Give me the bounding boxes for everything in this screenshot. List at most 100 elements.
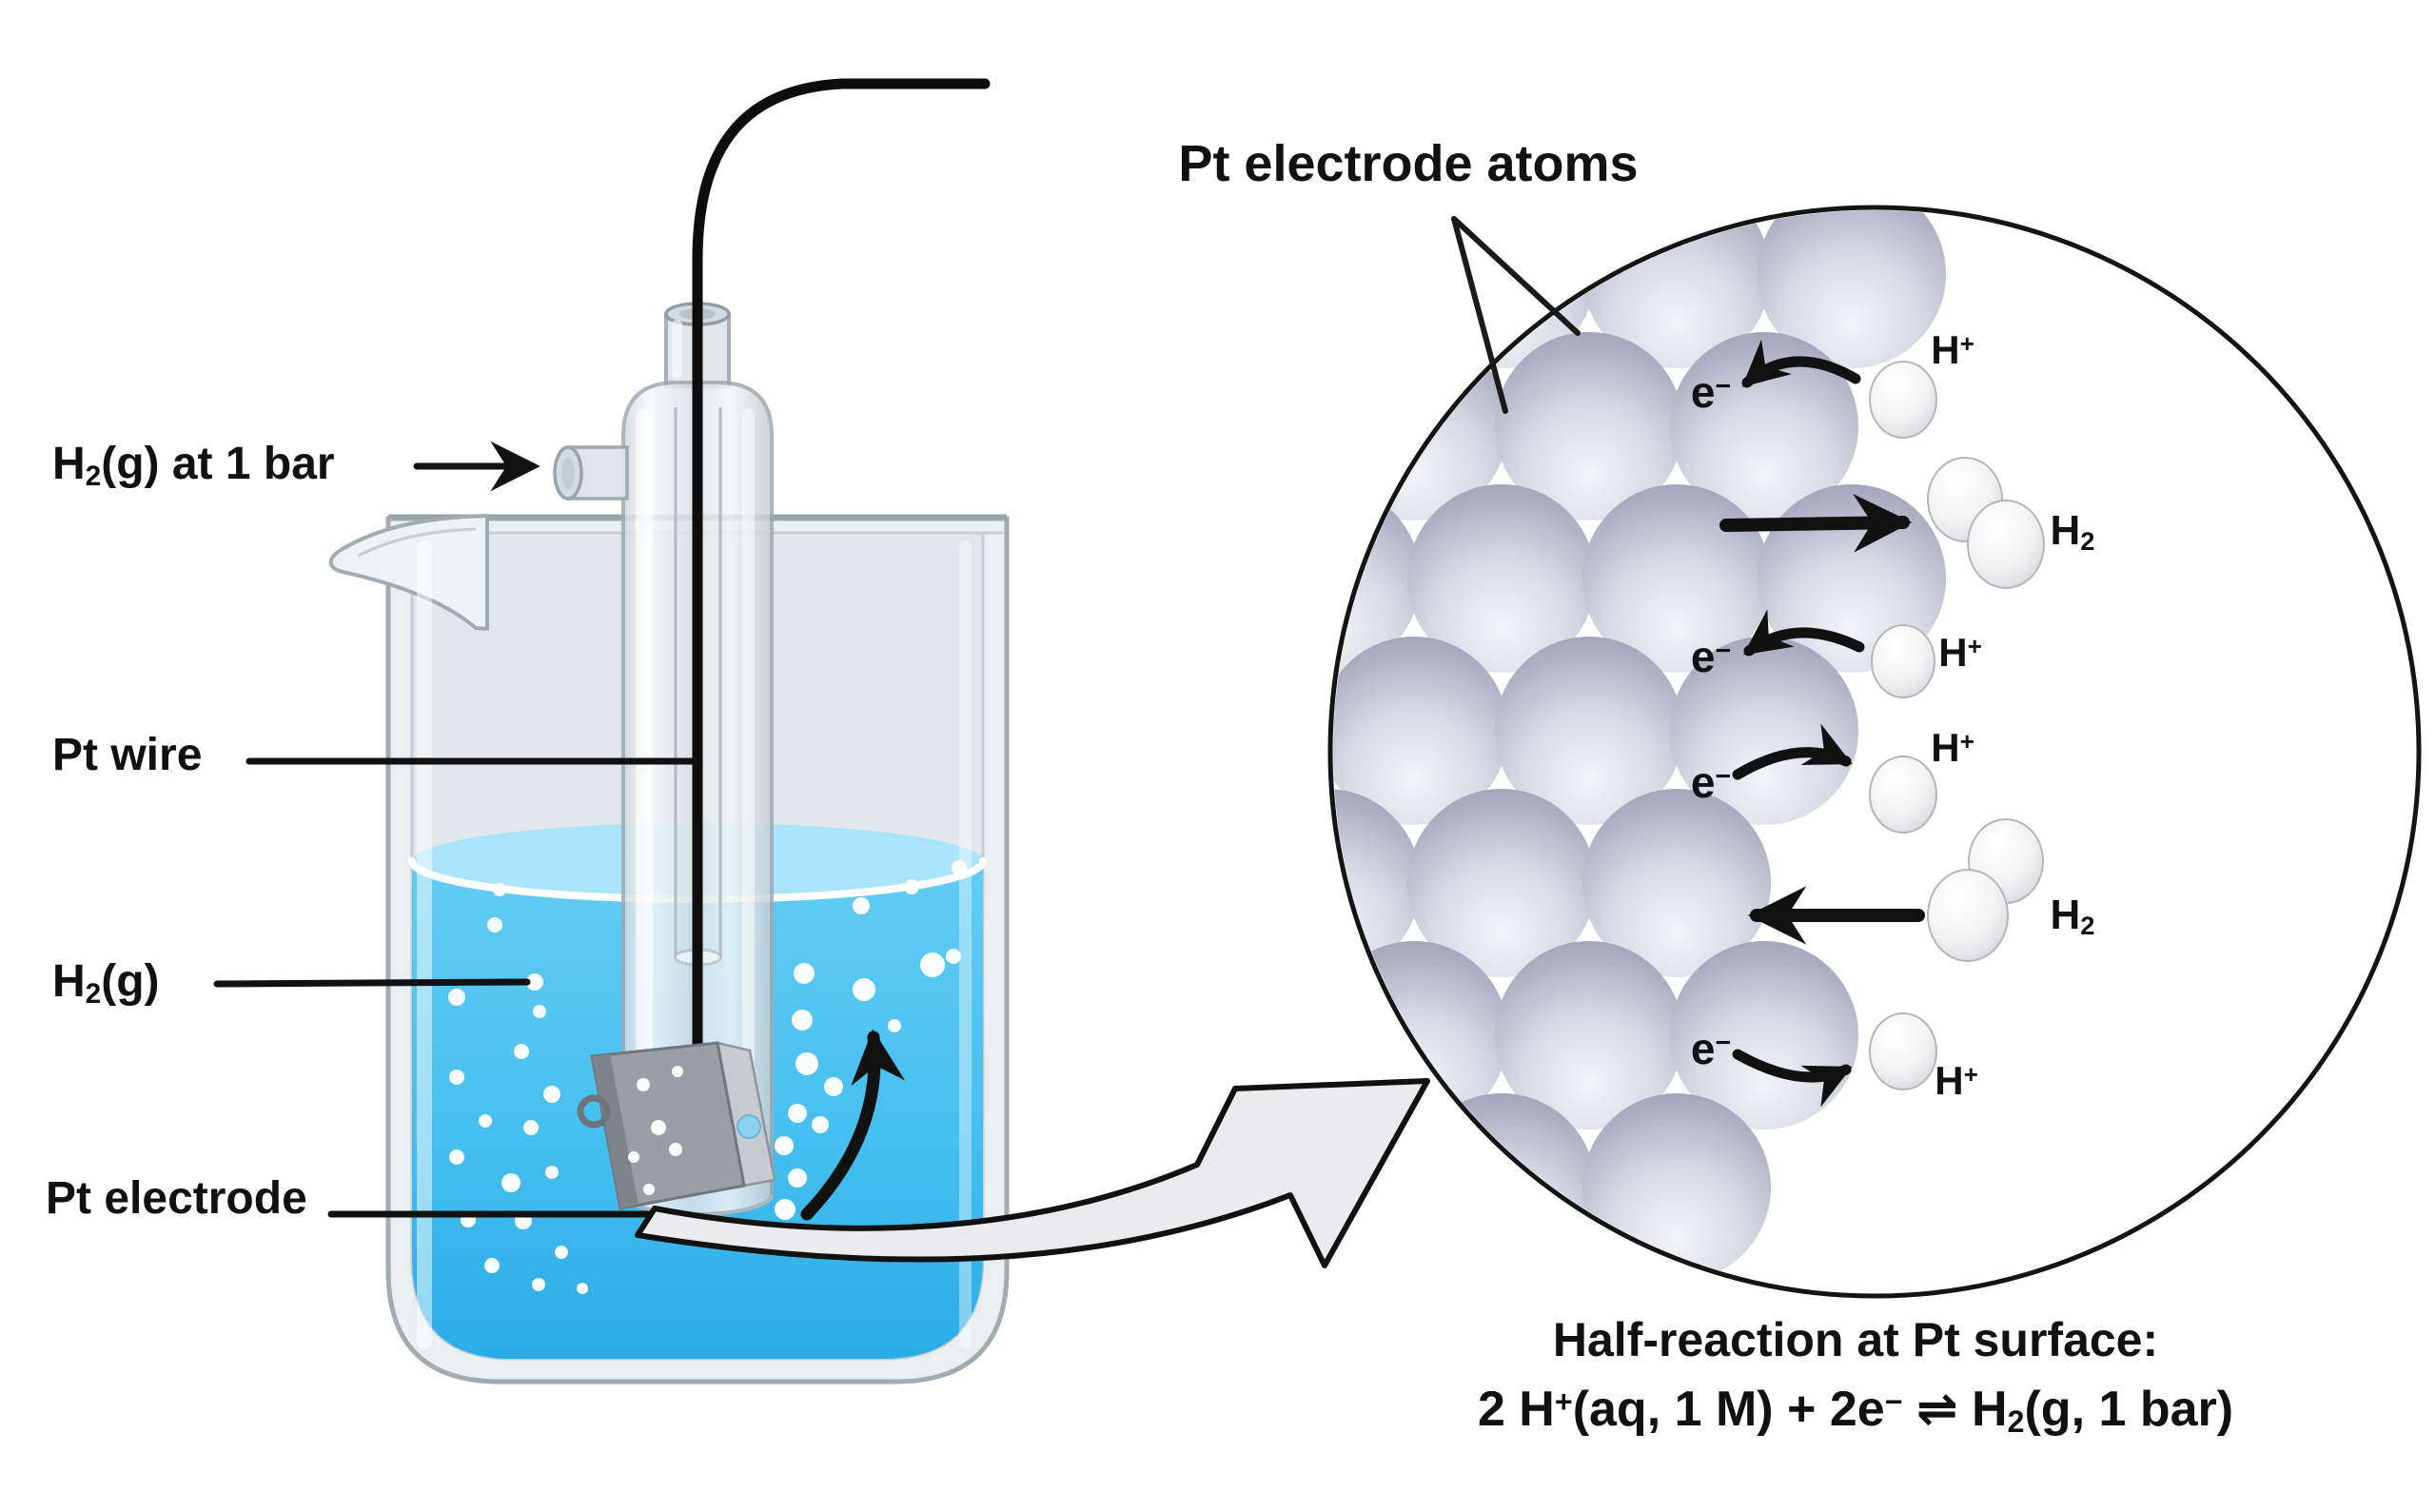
pt-atom: [1057, 789, 1246, 977]
pt-atom: [1407, 484, 1596, 673]
hydrogen-sphere: [1967, 500, 2045, 589]
h2-bubble: [888, 1019, 901, 1032]
pt-atom: [882, 180, 1071, 368]
pt-electrode-plate: [577, 1041, 776, 1210]
h2-bubble: [577, 1283, 588, 1294]
hydrogen-sphere: [1869, 756, 1937, 834]
h2-bubble: [637, 1078, 650, 1091]
electron-to-hplus-arrow-1: [1732, 723, 1853, 780]
title-pointer: [1451, 216, 1581, 414]
h2-bubble: [775, 1136, 794, 1155]
h2-bubble: [672, 1066, 683, 1077]
h2-leaving-arrow: [1719, 494, 1913, 553]
h2-bubble: [523, 1120, 539, 1135]
hydrogen-sphere: [1871, 624, 1935, 698]
h2-bubble: [545, 1166, 559, 1179]
h2-bubble: [824, 1077, 843, 1096]
pt-atom: [1670, 332, 1858, 520]
h2-bubble: [853, 978, 875, 1001]
h2-bubble: [501, 1173, 521, 1192]
pt-atom: [1582, 1093, 1771, 1282]
pt-atom: [1758, 210, 1946, 368]
title-pointer-line-1: [1451, 216, 1508, 414]
glass-highlight-left: [417, 540, 432, 1349]
h2-bubble: [775, 1199, 796, 1220]
h2-bubble: [449, 1149, 464, 1165]
port-opening-hole: [561, 457, 575, 489]
pt-atom: [1495, 332, 1683, 520]
h2-bubble: [669, 1143, 682, 1156]
hydrogen-particles: [1869, 361, 2045, 1090]
pt-atom: [1145, 332, 1333, 520]
beaker-spout-line: [357, 527, 477, 558]
pt-atom: [1057, 180, 1246, 368]
gas-inlet-port: [553, 445, 629, 501]
h2-bubble: [812, 1116, 829, 1133]
hydrogen-sphere: [1869, 1012, 1937, 1090]
h2-bubble: [946, 949, 961, 964]
h2-bubble: [543, 1086, 560, 1103]
pt-atom: [970, 332, 1158, 520]
h2-bubble: [904, 879, 919, 894]
pt-atom: [1407, 1093, 1596, 1282]
h2-bubbles-right: [775, 860, 967, 1220]
h2-bubble: [794, 963, 815, 984]
h2-gas-line: [213, 978, 531, 988]
pt-wire-path: [692, 78, 991, 1109]
h2-bubble: [448, 989, 465, 1006]
electron-to-hplus-arrow-2: [1732, 1049, 1853, 1108]
h2-bubble: [487, 917, 502, 933]
h2-bubble: [484, 1258, 500, 1273]
title-pointer-line-2: [1451, 216, 1581, 336]
pt-atom: [970, 28, 1158, 216]
pt-atom: [1145, 637, 1333, 825]
pt-atom: [1495, 637, 1683, 825]
h2-bubble: [853, 897, 870, 914]
h2-bubble: [628, 1151, 639, 1163]
pt-atom: [1333, 210, 1508, 216]
h2-bubble: [788, 1104, 807, 1123]
glass-highlight-right: [959, 540, 972, 1349]
h2-bubble: [651, 1120, 666, 1135]
pt-atom: [1495, 1246, 1683, 1293]
pt-atom: [1495, 941, 1683, 1129]
h2-bubble: [920, 952, 945, 977]
hydrogen-sphere: [1927, 869, 2009, 962]
pt-atom: [1145, 28, 1333, 216]
h2-bubble: [792, 1010, 813, 1031]
electrode-clamp-ring: [577, 1094, 611, 1129]
pt-atom: [1333, 1246, 1508, 1293]
h2-bubble: [555, 1246, 568, 1259]
electrode-edge-shade: [592, 1054, 638, 1208]
pt-atom: [1057, 484, 1246, 673]
h2-bubble: [952, 860, 967, 875]
pt-atom: [1670, 637, 1858, 825]
h2-bubble: [449, 1070, 464, 1085]
electrode-clamp-dot: [737, 1114, 761, 1139]
pt-atom: [1333, 637, 1508, 825]
hydrogen-sphere: [1869, 361, 1937, 439]
gas-rising-arrow: [800, 1029, 906, 1221]
h2-bubble: [788, 1168, 807, 1188]
hplus-to-electrode-arrow-1: [1741, 339, 1861, 388]
h2-bubbles-on-electrode: [628, 1066, 683, 1195]
h2-bubble: [796, 1052, 818, 1075]
pt-atom: [1145, 1246, 1333, 1434]
pt-atom: [1670, 210, 1858, 216]
h2-bubble: [532, 1278, 545, 1291]
pt-atom: [1333, 789, 1421, 977]
pt-atom: [1495, 210, 1683, 216]
h2-bubble: [533, 1005, 546, 1018]
h2-bubble: [514, 1044, 529, 1059]
neck-highlight: [672, 320, 682, 379]
pt-atom: [1407, 789, 1596, 977]
h2-bubble: [643, 1184, 655, 1195]
reaction-arrows: [1719, 339, 1925, 1108]
label-lines: [213, 441, 697, 1218]
tube-highlight-left: [636, 409, 653, 1180]
pt-atom: [1333, 210, 1421, 368]
tube-highlight-right: [742, 409, 755, 1180]
beaker-spout: [328, 514, 489, 631]
